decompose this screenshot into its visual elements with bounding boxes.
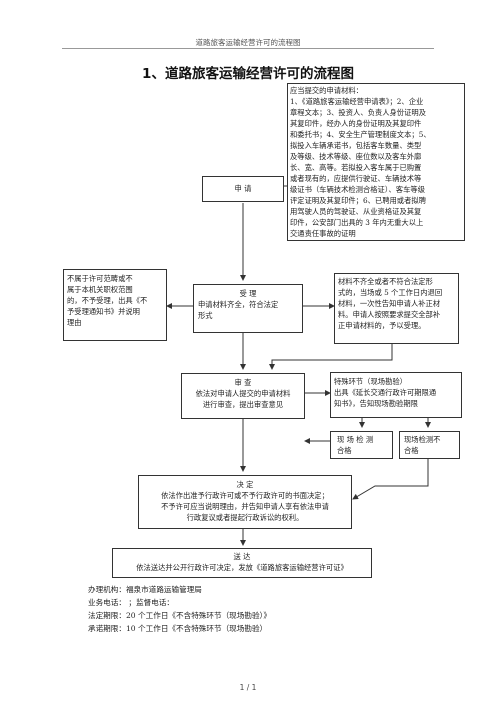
incomplete-box: 材料不齐全或者不符合法定形 式的，当场或 5 个工作日内退回 材料，一次性告知申… — [334, 273, 459, 344]
apply-label: 申 请 — [234, 184, 252, 193]
materials-line: 印件，公安部门出具的 3 年内无重大以上 — [290, 218, 424, 227]
incomplete-line: 材料，一次性告知申请人补正材 — [338, 299, 441, 308]
connector-fail-decision — [352, 458, 429, 500]
incomplete-line: 料。申请人按照要求提交全部补 — [338, 310, 441, 319]
reject-line: 理由 — [67, 318, 82, 327]
materials-line: 或者现有的，应提供行驶证、车辆技术等 — [290, 174, 422, 183]
materials-box: 应当提交的申请材料： 1、《道路旅客运输经营申请表》；2、企业 章程文本；3、投… — [287, 83, 465, 241]
decision-line: 不予许可应当说明理由，并告知申请人享有依法申请 — [161, 502, 329, 511]
fail-box: 现场检测不 合格 — [399, 431, 460, 459]
reject-box: 不属于许可范畴或不 属于本机关职权范围 的，不予受理，出具《不 予受理通知书》并… — [63, 269, 167, 341]
reject-line: 的，不予受理，出具《不 — [67, 296, 148, 305]
agency-text: 办理机构：福泉市道路运输管理局 — [88, 585, 202, 594]
accept-box: 受 理 申请材料齐全，符合法定 形式 — [193, 284, 303, 333]
header-divider — [62, 48, 434, 49]
incomplete-line: 式的，当场或 5 个工作日内退回 — [338, 288, 443, 297]
decision-line: 依法作出准予行政许可或不予行政许可的书面决定； — [161, 491, 329, 500]
special-line: 特殊环节（现场勘验） — [334, 377, 407, 386]
connector-incomplete-review — [269, 344, 393, 370]
pass-box: 现 场 检 测 合格 — [330, 431, 393, 459]
reject-line: 属于本机关职权范围 — [67, 285, 133, 294]
materials-line: 和委托书；4、安全生产管理制度文本；5、 — [290, 130, 431, 139]
materials-line: 级证书（车辆技术检测合格证）、客车等级 — [290, 185, 425, 194]
materials-line: 其复印件，经办人的身份证明及其复印件 — [290, 119, 422, 128]
delivery-box: 送 达 依法送达并公开行政许可决定，发放《道路旅客运输经营许可证》 — [112, 548, 372, 578]
materials-line: 交通责任事故的证明 — [290, 229, 356, 238]
apply-box: 申 请 — [202, 176, 284, 202]
legal-deadline-text: 法定期限：20 个工作日《不含特殊环节（现场勘验）》 — [88, 611, 271, 620]
special-line: 出具《延长交通行政许可期限通 — [334, 388, 437, 397]
reject-line: 不属于许可范畴或不 — [67, 274, 133, 283]
review-line: 依法对申请人提交的申请材料 — [195, 389, 291, 398]
reject-line: 予受理通知书》并说明 — [67, 307, 140, 316]
pass-line: 合格 — [337, 446, 352, 455]
accept-line: 形式 — [198, 311, 213, 320]
decision-title: 决 定 — [236, 480, 254, 489]
incomplete-line: 材料不齐全或者不符合法定形 — [338, 277, 433, 286]
materials-line: 长、宽、高等。若拟投入客车属于已购置 — [290, 163, 422, 172]
decision-line: 行政复议或者提起行政诉讼的权利。 — [186, 513, 304, 522]
accept-line: 申请材料齐全，符合法定 — [198, 300, 279, 309]
pass-line: 现 场 检 测 — [337, 435, 374, 444]
phone-text: 业务电话： ；监督电话： — [88, 598, 174, 607]
page-header: 道路旅客运输经营许可的流程图 — [195, 38, 301, 47]
review-title: 审 查 — [234, 378, 252, 387]
materials-line: 评定证明及其复印件；6、已聘用或者拟聘 — [290, 196, 426, 205]
materials-line: 及等级、技术等级、座位数以及客车外廓 — [290, 152, 422, 161]
page-title: 1、道路旅客运输经营许可的流程图 — [142, 66, 354, 82]
delivery-title: 送 达 — [233, 552, 251, 561]
decision-box: 决 定 依法作出准予行政许可或不予行政许可的书面决定； 不予许可应当说明理由，并… — [138, 475, 352, 529]
special-line: 知书》，告知现场勘验期限 — [334, 399, 418, 408]
special-box: 特殊环节（现场勘验） 出具《延长交通行政许可期限通 知书》，告知现场勘验期限 — [330, 372, 462, 418]
review-box: 审 查 依法对申请人提交的申请材料 进行审查，提出审查意见 — [181, 373, 305, 419]
delivery-line: 依法送达并公开行政许可决定，发放《道路旅客运输经营许可证》 — [136, 563, 348, 572]
materials-line: 章程文本；3、投资人、负责人身份证明及 — [290, 108, 426, 117]
materials-line: 应当提交的申请材料： — [290, 86, 363, 95]
incomplete-line: 正申请材料的，予以受理。 — [338, 321, 426, 330]
review-line: 进行审查，提出审查意见 — [202, 400, 284, 409]
accept-title: 受 理 — [239, 289, 257, 298]
fail-line: 合格 — [404, 446, 419, 455]
promise-deadline-text: 承诺期限：10 个工作日《不含特殊环节（现场勘验） — [88, 624, 268, 633]
page-number: 1 / 1 — [239, 683, 257, 692]
materials-line: 拟投入车辆承诺书，包括客车数量、类型 — [290, 141, 422, 150]
materials-line: 用驾驶人员的驾驶证、从业资格证及其复 — [290, 207, 422, 216]
materials-line: 1、《道路旅客运输经营申请表》；2、企业 — [290, 97, 424, 106]
fail-line: 现场检测不 — [404, 435, 441, 444]
